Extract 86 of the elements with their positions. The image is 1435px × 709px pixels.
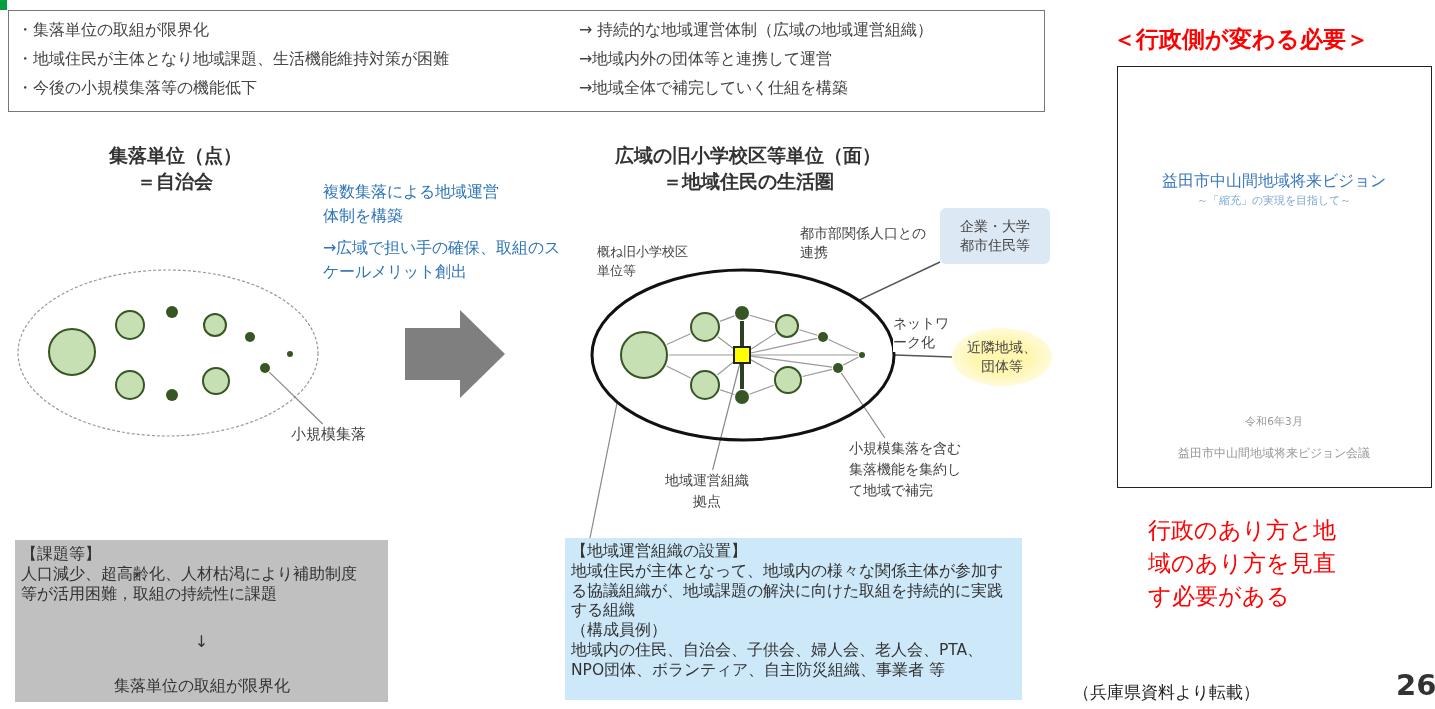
result-text: → 持続的な地域運営体制（広域の地域運営組織）: [579, 19, 934, 41]
arrow: [405, 310, 505, 398]
network-line: [750, 355, 833, 368]
connector-line: [894, 354, 953, 358]
box-text: 地域住民が主体となって、地域内の様々な関係主体が参加する協議組織が、地域課題の解決に向けた取組を持続的に実践する組織: [571, 562, 1004, 621]
network-line: [717, 336, 734, 349]
network-line: [750, 354, 859, 356]
region-caption: 概ね旧小学校区単位等: [597, 243, 689, 280]
settlement-dot: [260, 363, 270, 373]
network-line: [842, 356, 860, 366]
neighbor-area: 近隣地域、団体等: [952, 328, 1052, 386]
document-cover: [1117, 66, 1432, 488]
leader-line: [712, 363, 741, 471]
result-text: →地域全体で補完していく仕組を構築: [579, 77, 849, 99]
bullet-text: ・集落単位の取組が限界化: [17, 19, 209, 41]
network-line: [719, 389, 735, 396]
settlement-dot: [166, 389, 178, 401]
partner-box: 企業・大学都市住民等: [940, 208, 1050, 264]
network-line: [802, 368, 833, 378]
box-heading: 【地域運営組織の設置】: [571, 542, 748, 562]
network-line: [748, 384, 775, 395]
edge-label: 都市部関係人口との連携: [800, 224, 928, 262]
bullet-text: ・地域住民が主体となり地域課題、生活機能維持対策が困難: [17, 48, 449, 70]
info-box: [565, 538, 1022, 700]
down-arrow-text: ↓: [193, 632, 210, 652]
box-text: （構成員例）: [571, 621, 668, 641]
network-line: [666, 333, 692, 346]
network-line: [716, 361, 734, 376]
callout-text: 小規模集落: [288, 424, 380, 446]
bullet-text: ・今後の小規模集落等の機能低下: [17, 77, 257, 99]
callout-text: 地域運営組織拠点: [655, 470, 759, 514]
heading: 集落単位（点）＝自治会: [107, 143, 243, 194]
hub-square: [733, 346, 751, 364]
network-line: [719, 315, 736, 322]
settlement-circle: [203, 313, 227, 337]
cover-subtitle: ～「縮充」の実現を目指して～: [1196, 193, 1352, 208]
network-line: [798, 329, 818, 336]
page-number: 26: [1396, 668, 1434, 702]
network-line: [750, 359, 776, 374]
settlement-dot: [166, 306, 178, 318]
settlement-dot: [735, 306, 749, 320]
settlement-circle: [690, 370, 720, 400]
network-line: [750, 332, 777, 350]
box-heading: 【課題等】: [21, 544, 102, 564]
leader-line: [268, 371, 324, 425]
box-text: 地域内の住民、自治会、子供会、婦人会、老人会、PTA、NPO団体、ボランティア、自主防災組織、事業者 等: [571, 641, 985, 680]
settlement-circle: [115, 370, 145, 400]
settlement-dot: [859, 352, 865, 358]
network-line: [750, 337, 818, 354]
network-line: [665, 365, 692, 379]
settlement-dot: [818, 332, 828, 342]
settlement-dot: [833, 363, 843, 373]
network-line: [740, 364, 744, 389]
network-line: [827, 338, 859, 354]
settlement-circle: [202, 367, 230, 395]
settlement-circle: [775, 314, 799, 338]
settlement-circle: [115, 310, 145, 340]
leader-line: [589, 402, 618, 539]
connector-line: [858, 261, 941, 301]
box-text: 人口減少、超高齢化、人材枯渇により補助制度等が活用困難，取組の持続性に課題: [21, 564, 358, 604]
panel-heading: ＜行政側が変わる必要＞: [1113, 25, 1369, 54]
summary-box: [8, 10, 1045, 112]
settlement-dot: [735, 390, 749, 404]
conclusion-text: 行政のあり方と地域のあり方を見直す必要がある: [1148, 516, 1337, 611]
settlement-circle: [620, 331, 668, 379]
issue-box: [15, 540, 388, 702]
leader-line: [840, 372, 886, 439]
settlement-circle: [690, 312, 720, 342]
network-line: [740, 321, 744, 346]
cover-title: 益田市中山間地域将来ビジョン: [1161, 171, 1387, 192]
note-text: →広域で担い手の確保、取組のスケールメリット創出: [323, 237, 562, 283]
edge-label: ネットワーク化: [893, 314, 949, 352]
note-text: 複数集落による地域運営体制を構築: [323, 181, 500, 227]
settlement-dot: [287, 351, 293, 357]
cover-author: 益田市中山間地域将来ビジョン会議: [1177, 445, 1371, 462]
network-line: [749, 314, 776, 323]
settlement-dot: [245, 332, 255, 342]
result-text: →地域内外の団体等と連携して運営: [579, 48, 833, 70]
cover-date: 令和6年3月: [1244, 415, 1304, 429]
box-text: 集落単位の取組が限界化: [112, 676, 291, 696]
settlement-circle: [48, 328, 96, 376]
source-note: （兵庫県資料より転載）: [1073, 681, 1261, 704]
settlement-circle: [774, 366, 802, 394]
network-line: [668, 354, 734, 356]
heading: 広域の旧小学校区等単位（面）＝地域住民の生活圏: [614, 143, 882, 194]
callout-text: 小規模集落を含む集落機能を集約して地域で補完: [846, 438, 968, 504]
